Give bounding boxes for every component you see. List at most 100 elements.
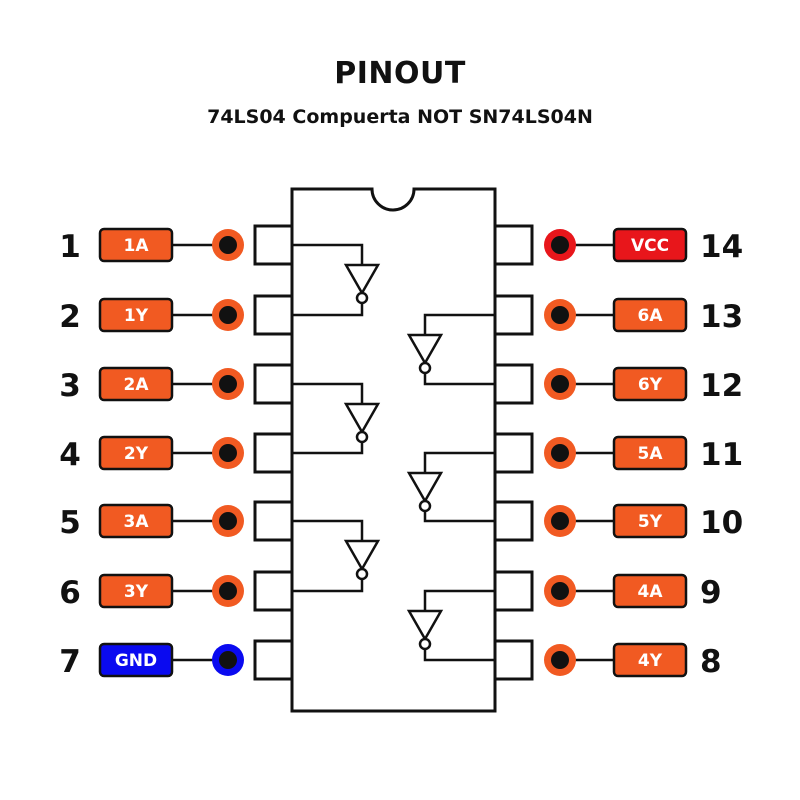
inverter-bubble bbox=[418, 637, 432, 651]
pin-2: 1Y 2 bbox=[59, 294, 294, 336]
pin-label-box bbox=[612, 297, 688, 333]
pin-leg bbox=[253, 432, 294, 474]
pin-leg bbox=[253, 500, 294, 542]
gate-output-wire bbox=[292, 442, 364, 455]
pin-number: 13 bbox=[700, 299, 743, 335]
pin-label: 6Y bbox=[638, 375, 663, 395]
pin-13: 6A 13 bbox=[493, 294, 743, 336]
pin-label: 2Y bbox=[124, 444, 149, 464]
pin-label: 6A bbox=[638, 306, 664, 326]
pin-label: 3Y bbox=[124, 582, 149, 602]
pin-label: 4A bbox=[638, 582, 664, 602]
pin-label-box bbox=[98, 366, 174, 402]
pin-dot-center bbox=[219, 512, 237, 530]
gate-output-wire bbox=[423, 373, 495, 386]
pin-number: 12 bbox=[700, 368, 743, 404]
pin-number: 6 bbox=[59, 575, 81, 611]
gate-5 bbox=[406, 451, 495, 523]
pin-label-box bbox=[98, 573, 174, 609]
gate-output-wire bbox=[423, 511, 495, 523]
gate-input-wire bbox=[292, 382, 364, 404]
inverter-triangle bbox=[343, 402, 381, 435]
pin-label: VCC bbox=[631, 236, 669, 256]
pin-label-box bbox=[98, 435, 174, 471]
pin-leg bbox=[253, 363, 294, 405]
inverter-bubble bbox=[355, 567, 369, 581]
page-subtitle: 74LS04 Compuerta NOT SN74LS04N bbox=[207, 106, 593, 128]
pin-number: 8 bbox=[700, 644, 722, 680]
pin-label: 5A bbox=[638, 444, 664, 464]
inverter-triangle bbox=[343, 263, 381, 296]
pin-9: 4A 9 bbox=[493, 570, 722, 612]
pin-number: 5 bbox=[59, 505, 81, 541]
gate-input-wire bbox=[292, 519, 364, 541]
pin-label-box bbox=[612, 366, 688, 402]
gate-4 bbox=[406, 589, 495, 662]
inverter-triangle bbox=[343, 539, 381, 572]
pin-label: 2A bbox=[124, 375, 150, 395]
pin-dot-center bbox=[551, 582, 569, 600]
gate-input-wire bbox=[423, 589, 495, 611]
inverter-bubble bbox=[418, 361, 432, 375]
pin-label: 1A bbox=[124, 236, 150, 256]
pin-dot-center bbox=[551, 306, 569, 324]
pin-leg bbox=[493, 432, 534, 474]
pin-10: 5Y 10 bbox=[493, 500, 743, 542]
gate-2 bbox=[292, 382, 381, 455]
pin-dot-center bbox=[219, 444, 237, 462]
pin-leg bbox=[493, 639, 534, 681]
pin-number: 10 bbox=[700, 505, 743, 541]
pin-leg bbox=[493, 294, 534, 336]
pin-number: 1 bbox=[59, 229, 81, 265]
pin-label: 4Y bbox=[638, 651, 663, 671]
pin-label: GND bbox=[115, 651, 157, 671]
pin-dot-center bbox=[551, 375, 569, 393]
pin-dot-center bbox=[551, 444, 569, 462]
pin-number: 2 bbox=[59, 299, 81, 335]
pin-number: 9 bbox=[700, 575, 722, 611]
inverter-triangle bbox=[406, 609, 444, 642]
pin-leg bbox=[253, 570, 294, 612]
gate-input-wire bbox=[423, 313, 495, 335]
pin-dot-center bbox=[551, 651, 569, 669]
pin-dot-center bbox=[551, 512, 569, 530]
pin-number: 14 bbox=[700, 229, 743, 265]
pin-leg bbox=[493, 570, 534, 612]
inverter-triangle bbox=[406, 333, 444, 366]
pin-leg bbox=[253, 224, 294, 266]
gate-output-wire bbox=[423, 649, 495, 662]
pin-label-box bbox=[612, 435, 688, 471]
gate-6 bbox=[406, 313, 495, 386]
inverter-bubble bbox=[355, 430, 369, 444]
pin-leg bbox=[493, 224, 534, 266]
pin-number: 7 bbox=[59, 644, 81, 680]
pin-label: 1Y bbox=[124, 306, 149, 326]
pin-label-box bbox=[612, 503, 688, 539]
pin-label-box bbox=[98, 503, 174, 539]
pin-label-box bbox=[98, 227, 174, 263]
pin-leg bbox=[253, 639, 294, 681]
pin-3: 2A3 bbox=[59, 363, 294, 405]
pin-dot-center bbox=[219, 651, 237, 669]
pin-5: 3A5 bbox=[59, 500, 294, 542]
inverter-triangle bbox=[406, 471, 444, 504]
pin-dot-center bbox=[219, 375, 237, 393]
pin-label: 5Y bbox=[638, 512, 663, 532]
pin-6: 3Y 6 bbox=[59, 570, 294, 612]
gate-input-wire bbox=[292, 243, 364, 265]
gate-output-wire bbox=[292, 303, 364, 317]
page-title: PINOUT bbox=[334, 56, 466, 91]
pin-1: 1A 1 bbox=[59, 224, 294, 266]
pin-leg bbox=[493, 500, 534, 542]
pin-label-box bbox=[612, 573, 688, 609]
pin-dot-center bbox=[219, 236, 237, 254]
pin-dot-center bbox=[219, 582, 237, 600]
pin-dot-center bbox=[551, 236, 569, 254]
gate-input-wire bbox=[423, 451, 495, 473]
gate-1 bbox=[292, 243, 381, 317]
pin-7: GND 7 bbox=[59, 639, 294, 681]
pin-dot-center bbox=[219, 306, 237, 324]
gate-output-wire bbox=[292, 579, 364, 593]
